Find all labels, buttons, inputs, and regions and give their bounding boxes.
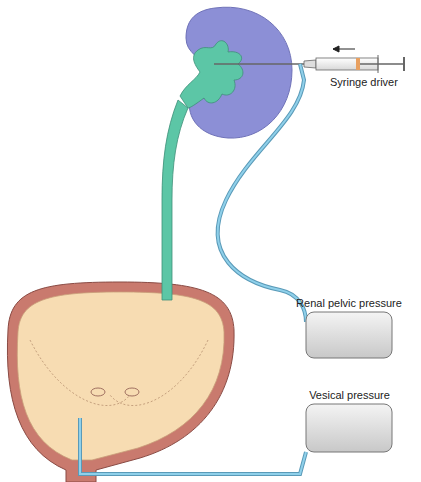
pressure-tube-inner (218, 64, 306, 322)
syringe-plunger-seal (356, 58, 360, 70)
urethral-catheter-inner (80, 418, 306, 474)
syringe-plunger (360, 63, 404, 65)
urethral-catheter (80, 418, 306, 474)
needle-hub (304, 60, 316, 68)
plunger-thumb (403, 57, 405, 71)
trigone (30, 340, 208, 406)
pressure-transducer: Vesical pressure (309, 389, 390, 452)
barrel-flange (378, 55, 379, 73)
pressure-tube (218, 64, 306, 322)
transducer-box (305, 403, 393, 453)
part-label: Syringe driver (330, 76, 398, 88)
transducer-box (305, 311, 393, 359)
transducer-label: Renal pelvic pressure (296, 297, 402, 309)
direction-arrow (333, 46, 355, 52)
needle (214, 63, 304, 65)
transducer-label: Vesical pressure (309, 389, 390, 401)
bladder-wall (7, 282, 234, 482)
ureteric-orifice (91, 388, 105, 396)
ureteric-orifice (125, 388, 139, 396)
bladder-lumen (17, 292, 224, 460)
pressure-transducer: Renal pelvic pressure (296, 297, 402, 358)
ureter (162, 100, 188, 300)
renal-pelvis (180, 41, 243, 108)
